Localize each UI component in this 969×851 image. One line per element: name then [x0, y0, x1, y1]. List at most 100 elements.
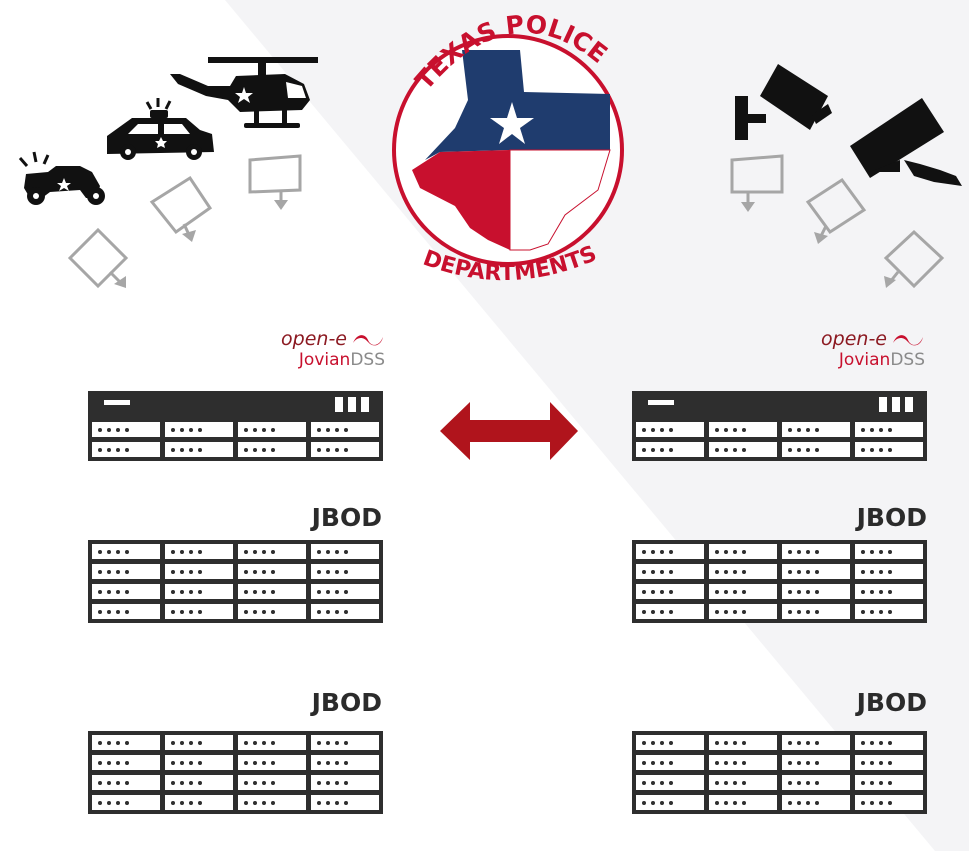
drive-bay [310, 441, 380, 458]
drive-led [660, 589, 664, 594]
drive-bay [708, 774, 778, 791]
drive-led [335, 447, 339, 452]
drive-led [715, 760, 719, 765]
drive-led [660, 780, 664, 785]
drive-led [253, 549, 257, 554]
drive-bay [708, 794, 778, 811]
drive-led [335, 549, 339, 554]
drive-bay [854, 794, 924, 811]
drive-led [669, 447, 673, 452]
drive-bay [635, 794, 705, 811]
drive-led [171, 740, 175, 745]
drive-led [326, 740, 330, 745]
drive-bay [310, 583, 380, 600]
drive-led [125, 589, 129, 594]
drive-bay [854, 774, 924, 791]
drive-led [797, 589, 801, 594]
drive-led [788, 740, 792, 745]
drive-led [724, 780, 728, 785]
drive-led [262, 609, 266, 614]
jbod-enclosure-right-1 [632, 540, 927, 623]
drive-led [344, 780, 348, 785]
drive-led [198, 549, 202, 554]
server-node-right [632, 391, 927, 461]
drive-bay [708, 583, 778, 600]
drive-led [788, 447, 792, 452]
drive-bay [91, 441, 161, 458]
drive-led [317, 780, 321, 785]
drive-led [335, 569, 339, 574]
drive-led [116, 589, 120, 594]
drive-led [715, 569, 719, 574]
drive-bay [91, 583, 161, 600]
drive-bay [237, 603, 307, 620]
drive-bay-row [88, 580, 383, 600]
drive-led [742, 740, 746, 745]
replication-arrow-icon [440, 402, 578, 460]
infinity-logo-icon [893, 335, 923, 346]
drive-led [253, 780, 257, 785]
drive-led [98, 780, 102, 785]
drive-led [651, 800, 655, 805]
drive-led [326, 447, 330, 452]
drive-bay [635, 603, 705, 620]
drive-led [870, 800, 874, 805]
drive-led [651, 780, 655, 785]
drive-led [715, 780, 719, 785]
drive-led [244, 780, 248, 785]
drive-led [870, 780, 874, 785]
drive-led [742, 780, 746, 785]
drive-bay [310, 734, 380, 751]
drive-led [806, 760, 810, 765]
drive-bay [635, 563, 705, 580]
drive-bay-row [88, 791, 383, 814]
drive-led [335, 800, 339, 805]
drive-led [806, 427, 810, 432]
drive-led [815, 609, 819, 614]
data-flow-arrow-icon [149, 175, 213, 242]
data-flow-arrow-icon [730, 154, 784, 212]
server-head [632, 391, 927, 418]
drive-led [815, 569, 819, 574]
drive-led [125, 740, 129, 745]
drive-bay [854, 421, 924, 438]
drive-led [651, 549, 655, 554]
drive-led [879, 740, 883, 745]
drive-bay [91, 603, 161, 620]
drive-bay [164, 794, 234, 811]
drive-led [317, 447, 321, 452]
drive-led [262, 800, 266, 805]
drive-bay [854, 543, 924, 560]
drive-led [317, 589, 321, 594]
drive-bay [708, 603, 778, 620]
drive-led [651, 589, 655, 594]
drive-led [198, 740, 202, 745]
drive-bay [164, 754, 234, 771]
drive-led [116, 800, 120, 805]
drive-led [806, 800, 810, 805]
drive-led [125, 609, 129, 614]
drive-led [262, 569, 266, 574]
drive-led [244, 569, 248, 574]
drive-led [171, 780, 175, 785]
drive-led [253, 589, 257, 594]
drive-led [317, 740, 321, 745]
drive-led [815, 589, 819, 594]
drive-led [724, 569, 728, 574]
drive-led [888, 740, 892, 745]
drive-led [180, 740, 184, 745]
drive-led [788, 427, 792, 432]
drive-bay [781, 794, 851, 811]
drive-led [715, 549, 719, 554]
drive-led [125, 760, 129, 765]
server-head [88, 391, 383, 418]
drive-led [198, 760, 202, 765]
drive-led [724, 549, 728, 554]
drive-led [189, 447, 193, 452]
drive-bay-row [88, 751, 383, 771]
drive-led [189, 800, 193, 805]
drive-led [116, 760, 120, 765]
drive-led [879, 800, 883, 805]
drive-led [344, 760, 348, 765]
drive-bay-row [632, 560, 927, 580]
